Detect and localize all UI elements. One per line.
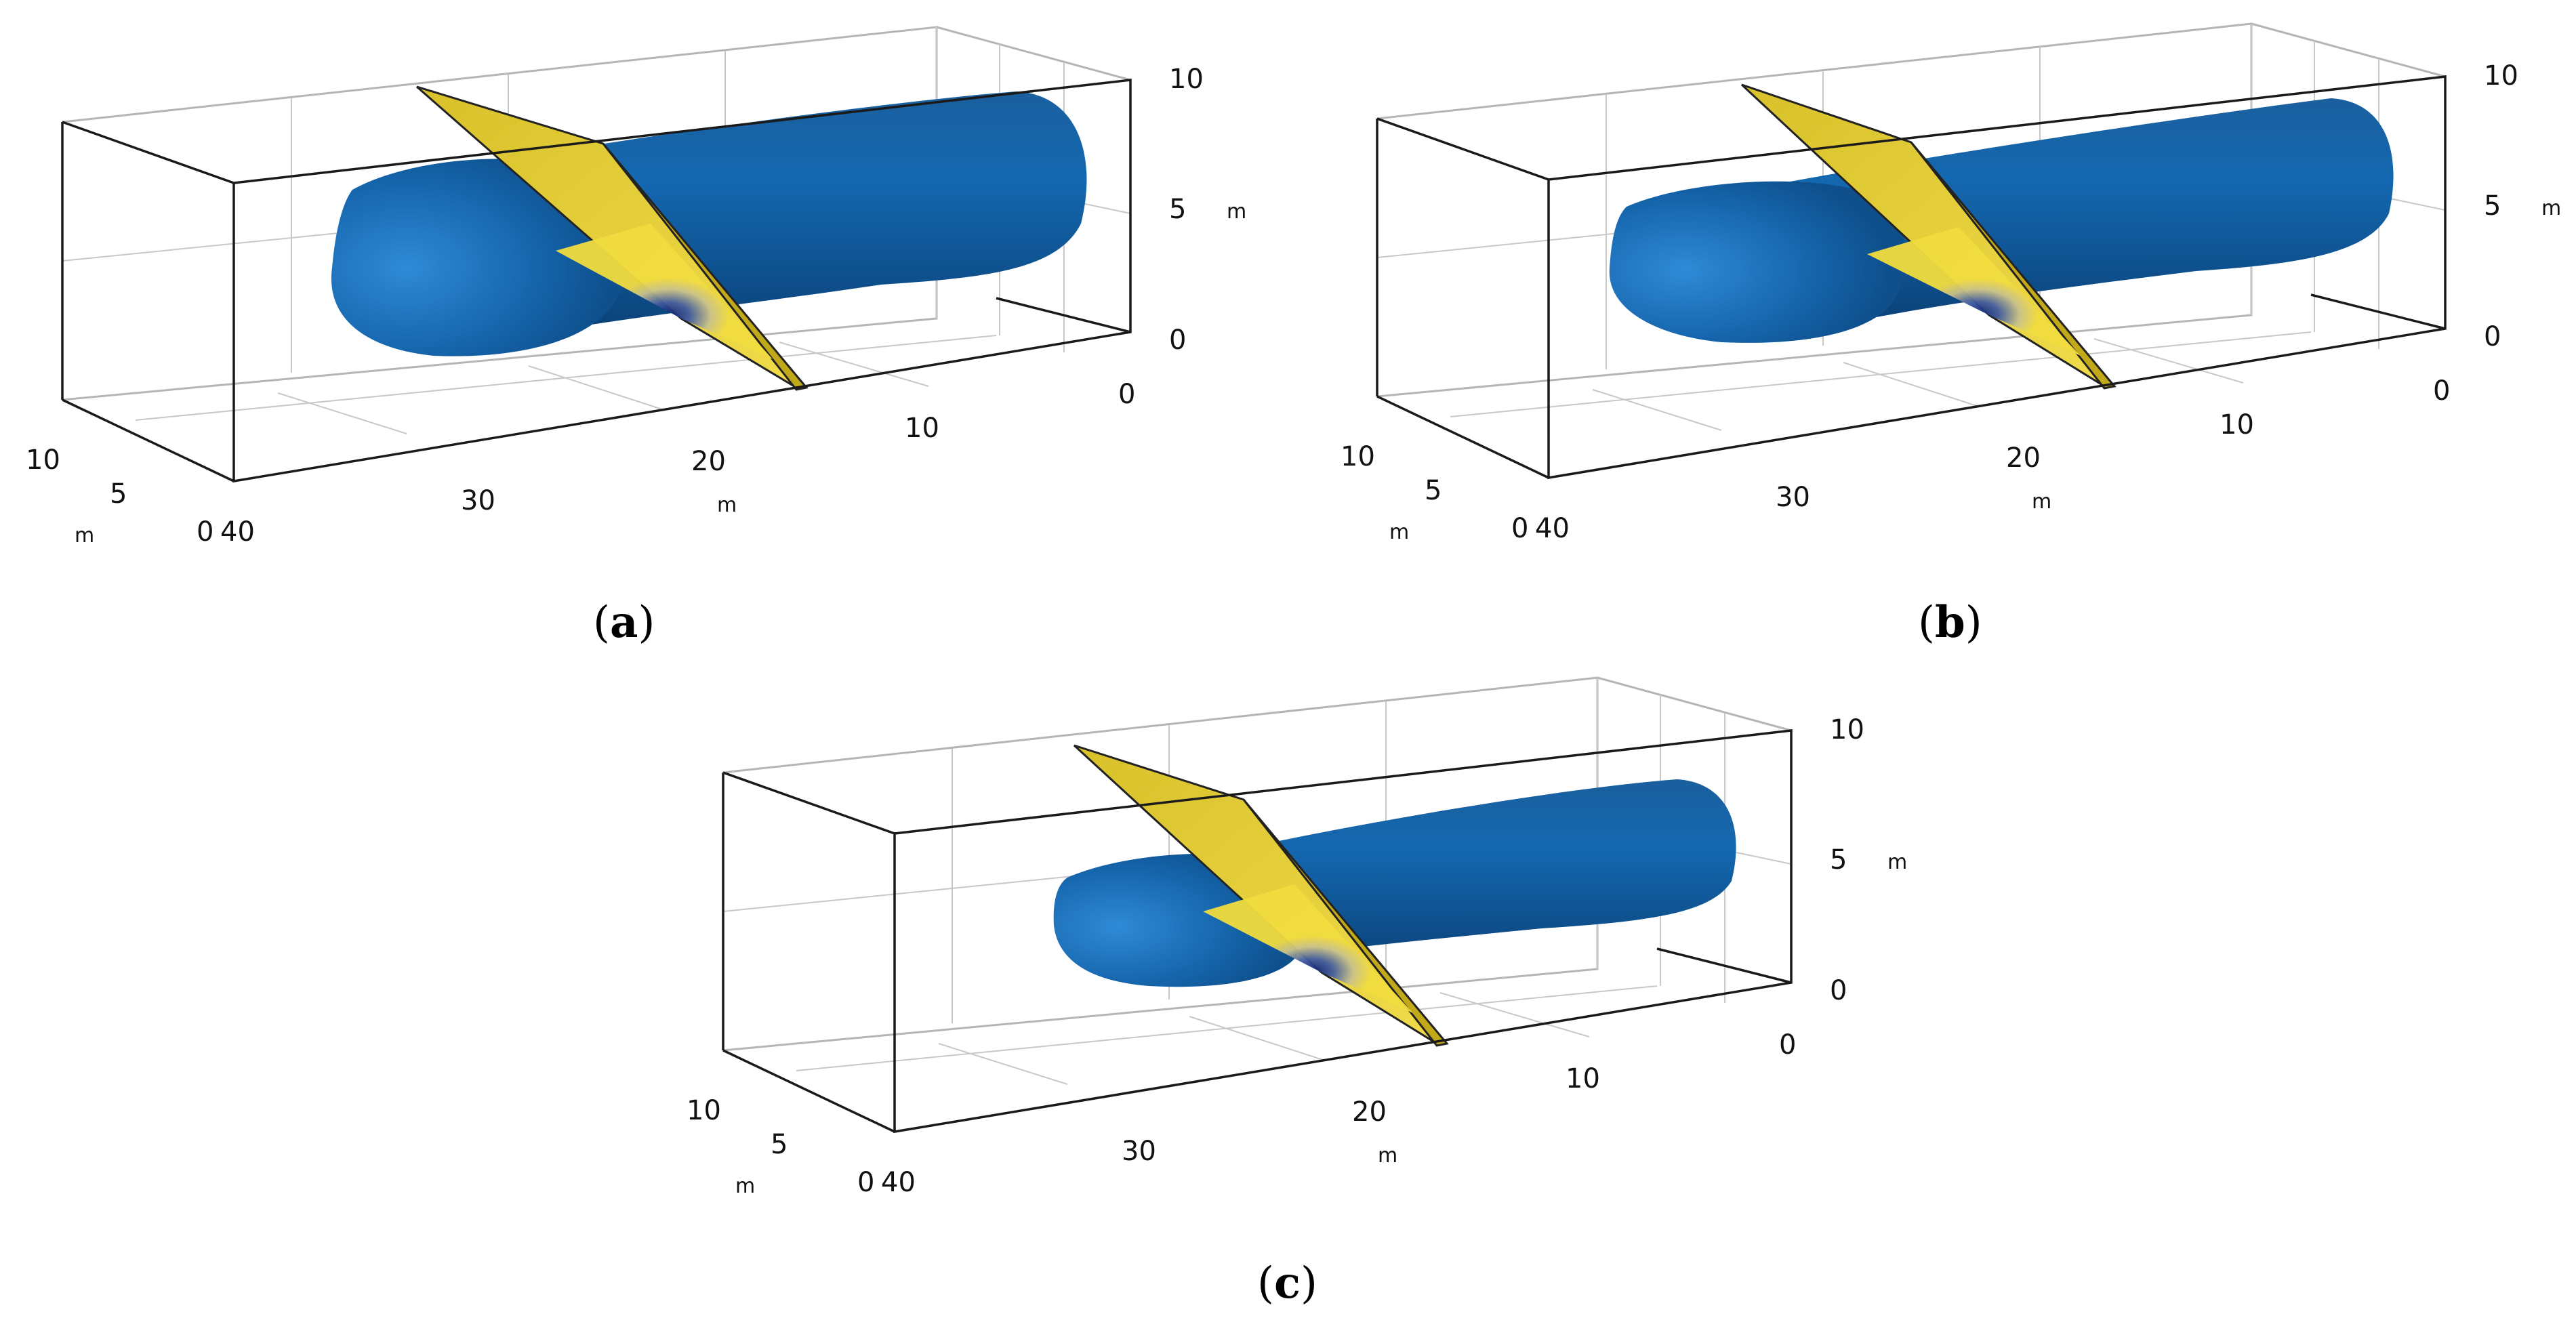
- svg-text:m: m: [1389, 520, 1409, 544]
- svg-text:40: 40: [220, 516, 255, 548]
- bounding-box-front: [722, 729, 1793, 1134]
- panel-caption-a: (a): [593, 597, 655, 648]
- svg-text:m: m: [1378, 1144, 1397, 1168]
- panel-c: 10 5 0 m 10 5 0 m 40 30 20 10 0 m (c): [687, 676, 1907, 1309]
- svg-text:30: 30: [1122, 1136, 1156, 1167]
- svg-text:m: m: [75, 524, 94, 548]
- svg-text:0: 0: [1779, 1029, 1796, 1061]
- svg-text:10: 10: [687, 1095, 721, 1126]
- y-axis-ticks: 10 5 0 m: [1341, 441, 1528, 544]
- svg-text:10: 10: [26, 445, 60, 476]
- svg-text:10: 10: [1341, 441, 1375, 472]
- bounding-box-front: [1376, 75, 2447, 480]
- svg-text:10: 10: [905, 413, 939, 444]
- z-axis-ticks: 10 5 0 m: [2484, 60, 2561, 352]
- svg-text:m: m: [735, 1174, 755, 1198]
- panel-caption-b: (b): [1918, 597, 1982, 648]
- svg-text:0: 0: [1118, 379, 1135, 410]
- svg-text:5: 5: [2484, 190, 2501, 222]
- panel-a: 10 5 0 m 10 5 0 m 40 30 20 10 0 m (a): [26, 26, 1246, 648]
- panel-caption-c: (c): [1257, 1258, 1317, 1309]
- svg-text:0: 0: [1830, 975, 1847, 1006]
- svg-text:10: 10: [2220, 409, 2254, 440]
- svg-text:40: 40: [881, 1167, 916, 1198]
- svg-text:0: 0: [1511, 513, 1528, 544]
- svg-text:0: 0: [857, 1167, 874, 1198]
- svg-text:20: 20: [2006, 443, 2041, 474]
- svg-text:10: 10: [1830, 714, 1864, 745]
- cut-plane: [1073, 744, 1449, 1047]
- svg-text:20: 20: [691, 446, 726, 477]
- svg-text:30: 30: [461, 485, 495, 516]
- x-axis-ticks: 40 30 20 10 0 m: [220, 379, 1135, 548]
- svg-text:5: 5: [110, 478, 127, 510]
- z-axis-ticks: 10 5 0 m: [1830, 714, 1907, 1006]
- svg-text:m: m: [1227, 200, 1246, 224]
- z-axis-ticks: 10 5 0 m: [1169, 64, 1246, 356]
- svg-text:5: 5: [1830, 844, 1847, 876]
- svg-text:0: 0: [197, 516, 213, 548]
- svg-text:m: m: [2032, 490, 2051, 514]
- svg-text:0: 0: [1169, 325, 1186, 356]
- svg-text:40: 40: [1535, 513, 1570, 544]
- svg-text:0: 0: [2484, 321, 2501, 352]
- panel-b: 10 5 0 m 10 5 0 m 40 30 20 10 0 m (b): [1341, 22, 2561, 648]
- svg-text:5: 5: [771, 1129, 788, 1160]
- svg-text:5: 5: [1169, 194, 1186, 225]
- cut-plane: [416, 85, 809, 391]
- x-axis-ticks: 40 30 20 10 0 m: [1535, 375, 2450, 544]
- svg-text:m: m: [717, 493, 737, 517]
- svg-text:0: 0: [2433, 375, 2450, 407]
- svg-text:30: 30: [1776, 482, 1810, 513]
- svg-text:10: 10: [2484, 60, 2518, 91]
- x-axis-ticks: 40 30 20 10 0 m: [881, 1029, 1796, 1198]
- svg-text:20: 20: [1352, 1096, 1387, 1128]
- bounding-box-front: [61, 79, 1132, 483]
- svg-text:m: m: [2541, 197, 2561, 220]
- y-axis-ticks: 10 5 0 m: [687, 1095, 874, 1198]
- pipe-body: [1609, 98, 2394, 343]
- y-axis-ticks: 10 5 0 m: [26, 445, 213, 548]
- svg-text:10: 10: [1566, 1063, 1600, 1094]
- svg-text:5: 5: [1425, 475, 1442, 506]
- svg-text:m: m: [1887, 850, 1907, 874]
- svg-text:10: 10: [1169, 64, 1204, 95]
